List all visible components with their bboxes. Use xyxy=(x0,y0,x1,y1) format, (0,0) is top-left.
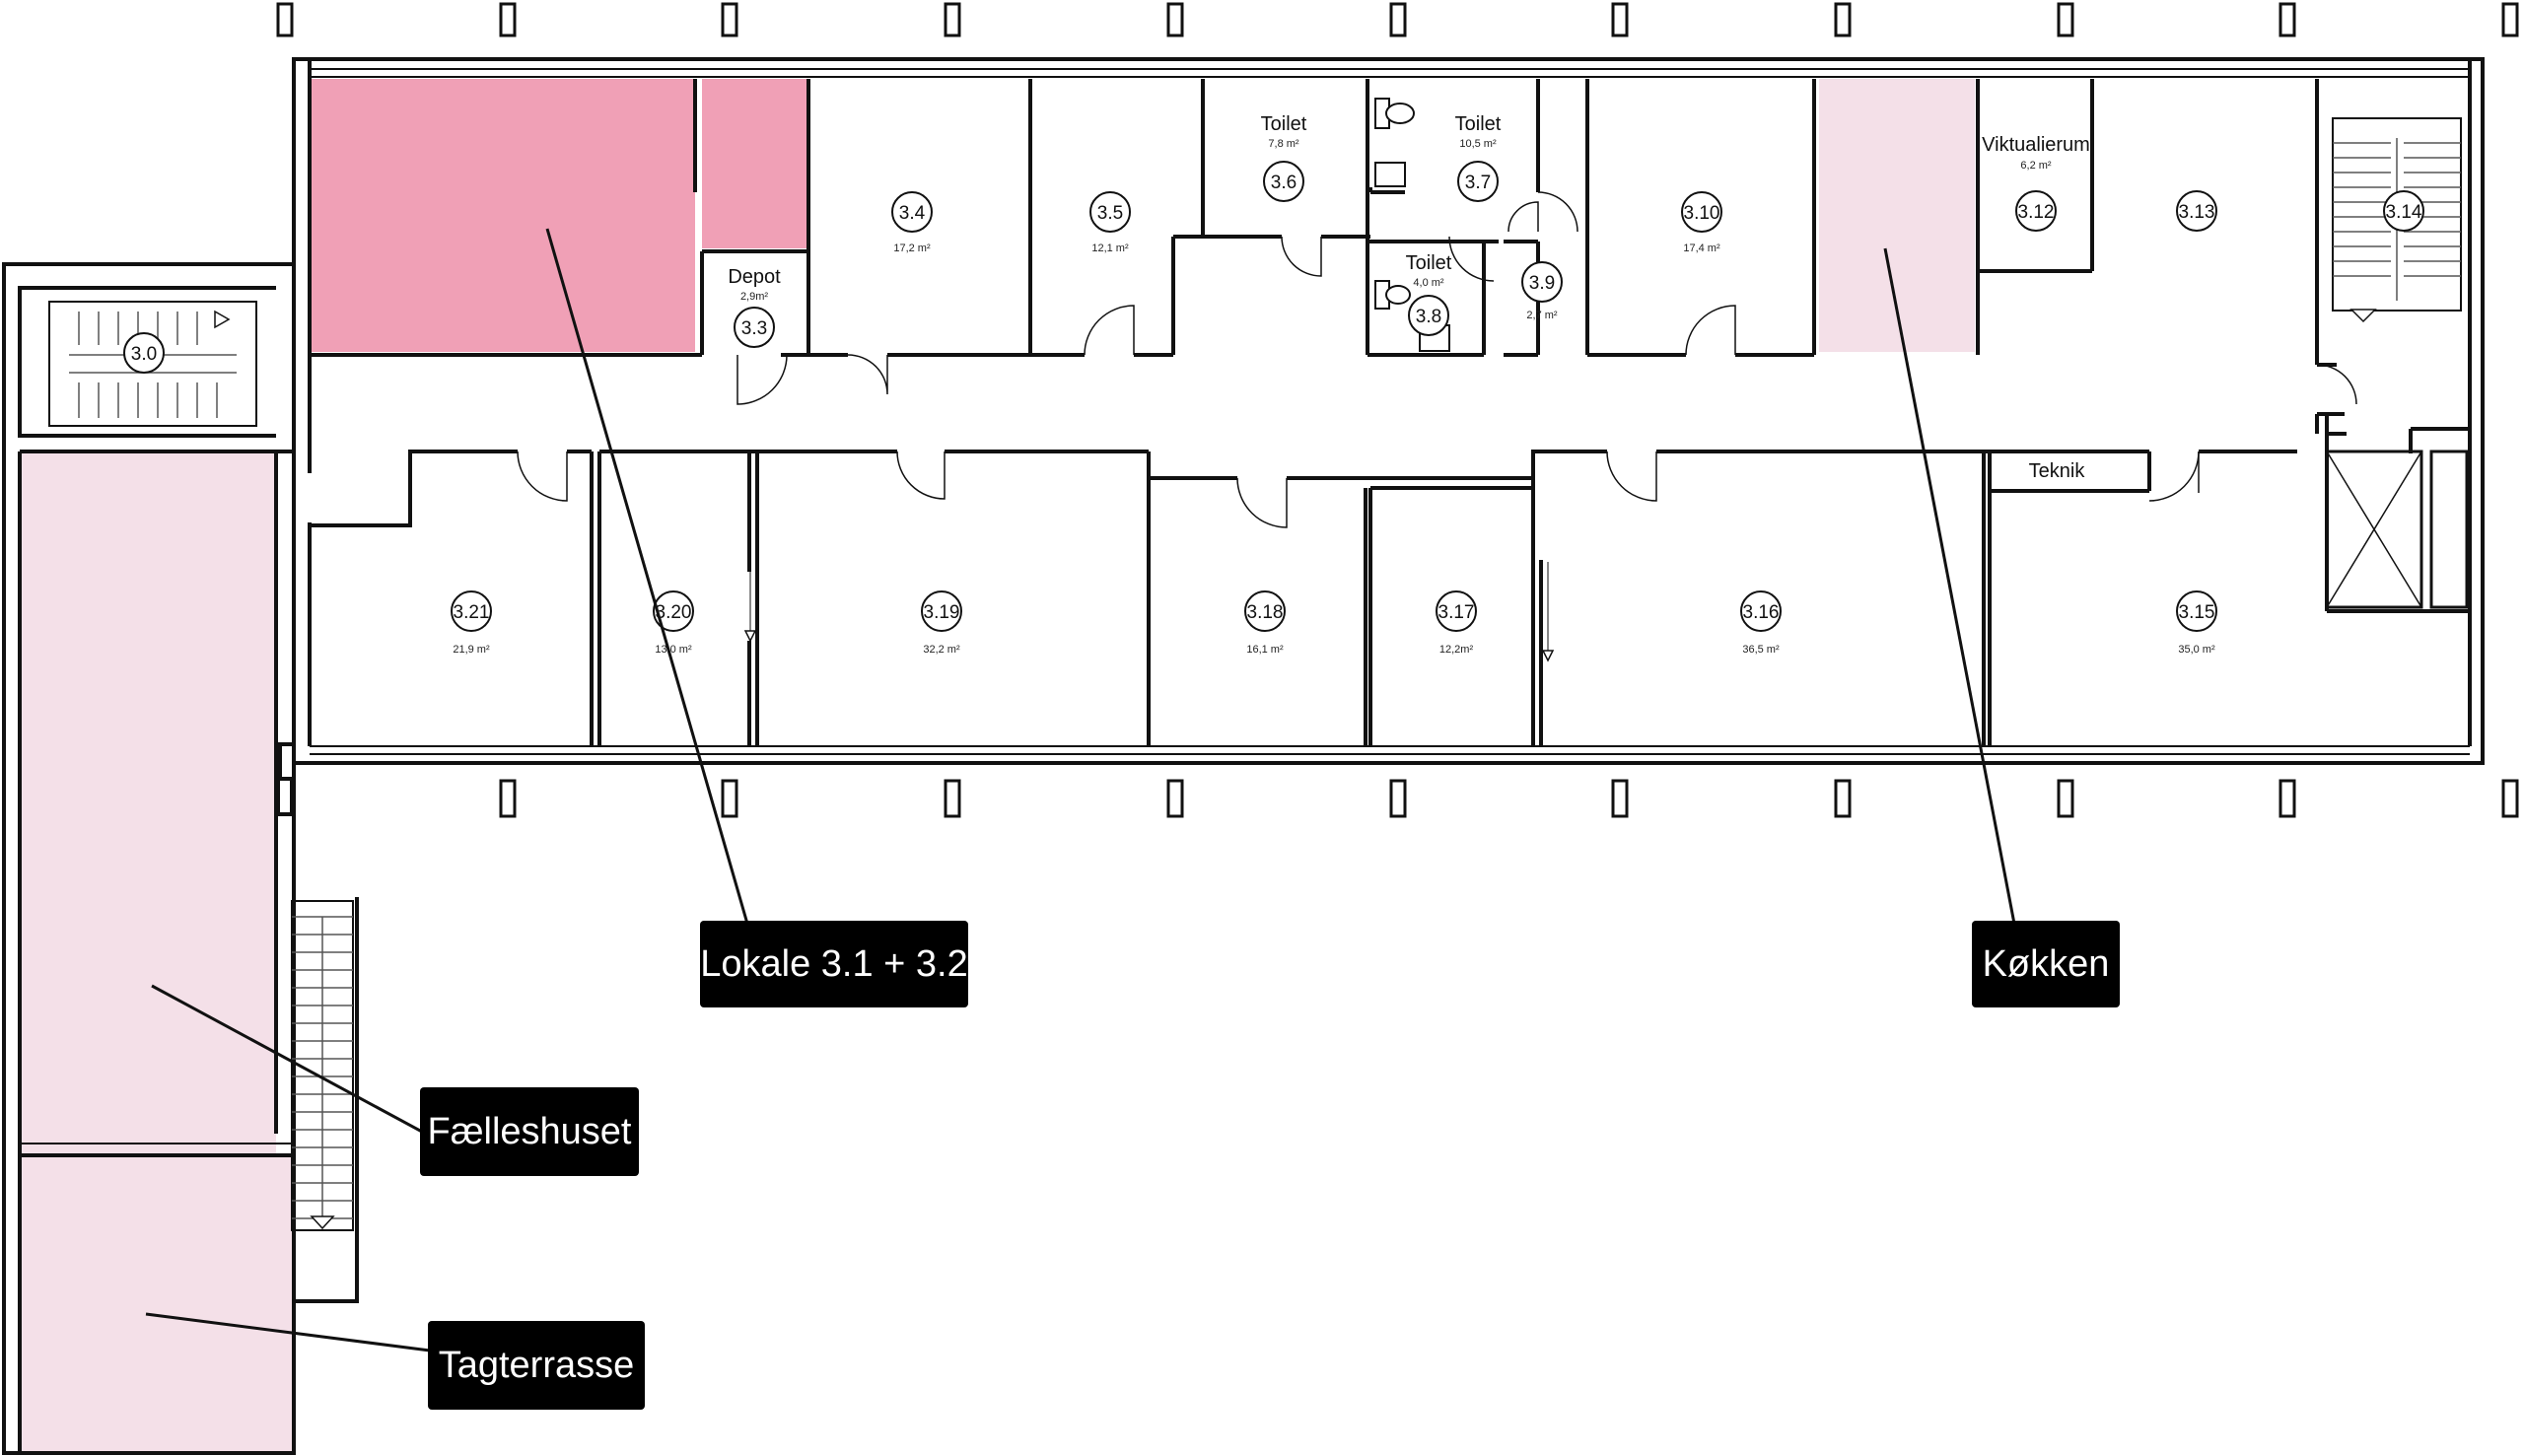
callout-kokken: Køkken xyxy=(1972,921,2120,1007)
toilet-fixtures xyxy=(1374,98,1450,352)
room-3-6: Toilet 7,8 m² 3.6 xyxy=(1261,113,1307,202)
room-3-9: 3.9 2,7 m² xyxy=(1521,261,1563,321)
svg-text:2,9m²: 2,9m² xyxy=(740,291,768,303)
svg-text:3.12: 3.12 xyxy=(2018,202,2055,223)
leader-lines xyxy=(145,228,2016,1352)
svg-text:Fælleshuset: Fælleshuset xyxy=(428,1111,632,1152)
svg-text:Toilet: Toilet xyxy=(1261,113,1307,135)
elevator-shaft xyxy=(2325,450,2469,609)
room-3-4: 3.4 17,2 m² xyxy=(891,191,933,254)
svg-text:10,5 m²: 10,5 m² xyxy=(1459,138,1497,150)
callout-tagterrasse: Tagterrasse xyxy=(428,1321,645,1410)
room-3-21: 3.21 21,9 m² xyxy=(451,590,492,656)
svg-text:3.13: 3.13 xyxy=(2179,202,2215,223)
svg-text:17,2 m²: 17,2 m² xyxy=(893,243,931,254)
svg-text:35,0 m²: 35,0 m² xyxy=(2178,644,2215,656)
stair-3-0 xyxy=(48,301,257,427)
svg-text:Køkken: Køkken xyxy=(1983,943,2110,985)
svg-text:Viktualierum: Viktualierum xyxy=(1982,134,2090,156)
room-3-14: 3.14 xyxy=(2383,190,2424,232)
svg-text:21,9 m²: 21,9 m² xyxy=(453,644,490,656)
column-markers-bottom xyxy=(499,779,2519,818)
svg-text:3.21: 3.21 xyxy=(454,602,490,623)
svg-text:16,1 m²: 16,1 m² xyxy=(1246,644,1284,656)
callout-faelleshuset: Fælleshuset xyxy=(420,1087,639,1176)
svg-text:3.19: 3.19 xyxy=(924,602,960,623)
svg-text:3.6: 3.6 xyxy=(1271,173,1297,193)
svg-text:17,4 m²: 17,4 m² xyxy=(1683,243,1720,254)
svg-text:3.18: 3.18 xyxy=(1247,602,1284,623)
lokale-area-highlight-right xyxy=(702,79,808,248)
svg-text:36,5 m²: 36,5 m² xyxy=(1742,644,1780,656)
svg-text:Lokale 3.1 + 3.2: Lokale 3.1 + 3.2 xyxy=(700,943,968,985)
door-swings xyxy=(517,191,2357,662)
svg-text:3.14: 3.14 xyxy=(2386,202,2422,223)
svg-text:3.3: 3.3 xyxy=(741,318,767,339)
callout-lokale: Lokale 3.1 + 3.2 xyxy=(700,921,968,1007)
room-3-16: 3.16 36,5 m² xyxy=(1740,590,1782,656)
svg-text:Teknik: Teknik xyxy=(2029,460,2086,482)
room-3-20: 3.20 13,0 m² xyxy=(653,590,694,656)
room-3-8: Toilet 4,0 m² 3.8 xyxy=(1406,252,1452,336)
svg-text:12,2m²: 12,2m² xyxy=(1439,644,1474,656)
svg-text:3.9: 3.9 xyxy=(1529,273,1555,294)
interior-walls-bottom xyxy=(310,450,2297,746)
svg-text:3.4: 3.4 xyxy=(899,203,926,224)
svg-text:12,1 m²: 12,1 m² xyxy=(1091,243,1129,254)
svg-text:3.0: 3.0 xyxy=(131,344,157,365)
svg-text:Depot: Depot xyxy=(728,266,781,288)
svg-text:3.16: 3.16 xyxy=(1743,602,1780,623)
svg-text:3.17: 3.17 xyxy=(1438,602,1475,623)
left-wing-walls xyxy=(2,262,359,1455)
room-3-17: 3.17 12,2m² xyxy=(1436,590,1477,656)
outer-walls xyxy=(292,57,2485,765)
room-3-7: Toilet 10,5 m² 3.7 xyxy=(1455,113,1502,202)
lokale-area-highlight xyxy=(311,79,695,352)
tagterrasse-area-highlight xyxy=(22,1155,292,1451)
svg-text:Tagterrasse: Tagterrasse xyxy=(439,1345,635,1386)
exterior-stair xyxy=(291,900,354,1231)
svg-text:6,2 m²: 6,2 m² xyxy=(2020,160,2052,172)
svg-text:2,7 m²: 2,7 m² xyxy=(1526,310,1558,321)
svg-text:3.5: 3.5 xyxy=(1097,203,1123,224)
room-3-3: Depot 2,9m² 3.3 xyxy=(728,266,781,348)
room-teknik: Teknik xyxy=(2029,460,2086,482)
room-3-0: 3.0 xyxy=(123,332,165,374)
room-3-10: 3.10 17,4 m² xyxy=(1681,191,1722,254)
svg-text:4,0 m²: 4,0 m² xyxy=(1413,277,1444,289)
svg-text:3.8: 3.8 xyxy=(1416,307,1441,327)
column-markers-top xyxy=(276,2,2519,37)
room-3-15: 3.15 35,0 m² xyxy=(2176,590,2217,656)
room-3-19: 3.19 32,2 m² xyxy=(921,590,962,656)
svg-text:Toilet: Toilet xyxy=(1455,113,1502,135)
room-3-12: Viktualierum 6,2 m² 3.12 xyxy=(1982,134,2090,232)
svg-text:3.10: 3.10 xyxy=(1684,203,1720,224)
interior-walls-top xyxy=(310,79,2470,613)
svg-text:32,2 m²: 32,2 m² xyxy=(923,644,960,656)
svg-text:Toilet: Toilet xyxy=(1406,252,1452,274)
stair-3-14 xyxy=(2332,117,2462,323)
svg-text:3.20: 3.20 xyxy=(656,602,692,623)
svg-text:13,0 m²: 13,0 m² xyxy=(655,644,692,656)
room-3-5: 3.5 12,1 m² xyxy=(1089,191,1131,254)
svg-text:3.15: 3.15 xyxy=(2179,602,2215,623)
room-3-13: 3.13 xyxy=(2176,190,2217,232)
svg-text:3.7: 3.7 xyxy=(1465,173,1491,193)
svg-text:7,8 m²: 7,8 m² xyxy=(1268,138,1299,150)
faelleshuset-area-highlight xyxy=(22,453,276,1153)
room-3-18: 3.18 16,1 m² xyxy=(1244,590,1286,656)
